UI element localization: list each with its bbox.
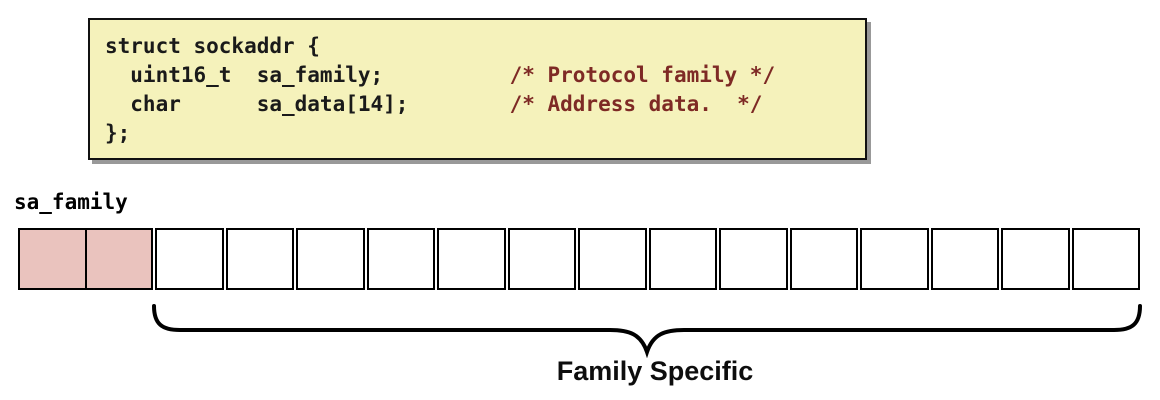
sa-family-label: sa_family xyxy=(14,190,128,214)
byte-cell-sa_data xyxy=(648,228,717,290)
byte-cell-sa_data xyxy=(437,228,506,290)
byte-cell-sa_data xyxy=(789,228,858,290)
byte-cell-sa_data xyxy=(719,228,788,290)
code-box: struct sockaddr { uint16_t sa_family; /*… xyxy=(88,18,867,160)
code-text: char sa_data[14]; xyxy=(105,92,510,116)
code-listing: struct sockaddr { uint16_t sa_family; /*… xyxy=(105,32,865,148)
code-line-2: uint16_t sa_family; /* Protocol family *… xyxy=(105,61,865,90)
code-line-3: char sa_data[14]; /* Address data. */ xyxy=(105,90,865,119)
code-text: struct sockaddr { xyxy=(105,34,320,58)
byte-cell-sa_data xyxy=(296,228,365,290)
byte-cell-sa_family xyxy=(84,228,153,290)
family-specific-label: Family Specific xyxy=(556,356,754,386)
byte-cell-sa_data xyxy=(578,228,647,290)
code-line-4: }; xyxy=(105,119,865,148)
byte-cell-sa_data xyxy=(1071,228,1140,290)
byte-cell-sa_data xyxy=(860,228,929,290)
code-text: }; xyxy=(105,121,131,145)
byte-cell-sa_data xyxy=(155,228,224,290)
code-comment: /* Address data. */ xyxy=(509,92,763,116)
family-specific-brace-icon xyxy=(150,300,1145,359)
code-text: uint16_t sa_family; xyxy=(105,63,510,87)
byte-cell-sa_data xyxy=(225,228,294,290)
code-comment: /* Protocol family */ xyxy=(509,63,776,87)
byte-cell-sa_data xyxy=(507,228,576,290)
byte-row xyxy=(18,228,1140,290)
byte-cell-sa_family xyxy=(18,228,87,290)
byte-cell-sa_data xyxy=(1001,228,1070,290)
byte-cell-sa_data xyxy=(366,228,435,290)
code-line-1: struct sockaddr { xyxy=(105,32,865,61)
byte-cell-sa_data xyxy=(930,228,999,290)
